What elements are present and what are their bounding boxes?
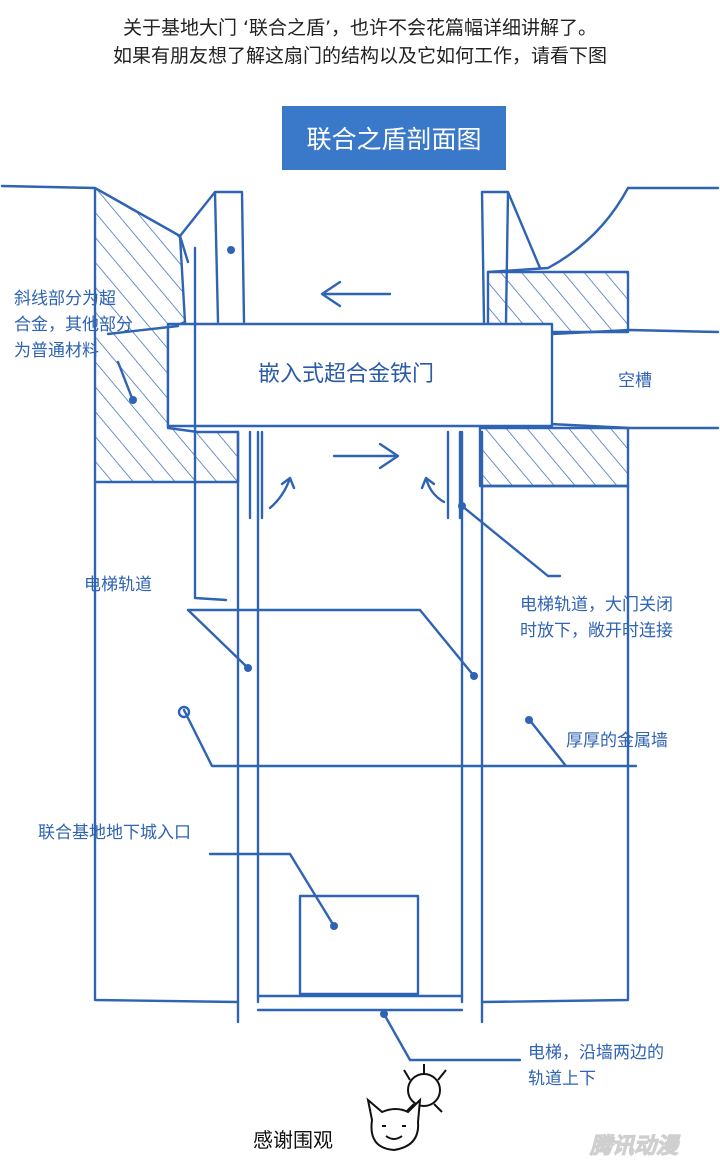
- diagram-title-text: 联合之盾剖面图: [306, 125, 482, 154]
- intro-line-2: 如果有朋友想了解这扇门的结构以及它如何工作，请看下图: [112, 45, 607, 67]
- dot-pillar: [227, 246, 235, 254]
- watermark-logo: 腾讯动漫: [589, 1134, 679, 1160]
- leader-entrance: [208, 852, 336, 928]
- leader-rail-right: [460, 504, 562, 578]
- curve-arrow-right: [420, 476, 446, 504]
- dot-hatch: [129, 396, 137, 404]
- dot-elevator: [380, 1010, 388, 1018]
- label-slot: 空槽: [618, 371, 652, 391]
- thanks-text: 感谢围观: [253, 1128, 333, 1152]
- left-shaft-wall: [236, 430, 260, 1024]
- intro-line-1: 关于基地大门 ‘联合之盾’，也许不会花篇幅详细讲解了。: [122, 17, 598, 39]
- arrow-right: [332, 442, 400, 470]
- right-shaft-wall: [460, 430, 484, 1024]
- label-entrance: 联合基地地下城入口: [38, 823, 191, 843]
- leader-wall: [182, 708, 638, 768]
- right-alloy-upper: [486, 270, 630, 334]
- label-rail-left: 电梯轨道: [84, 575, 152, 595]
- arrow-left: [320, 280, 392, 308]
- elevator-platform: [256, 994, 464, 1012]
- dot-left-wall: [244, 664, 252, 672]
- label-door: 嵌入式超合金铁门: [258, 362, 435, 387]
- leader-rail-left: [186, 608, 476, 678]
- slot-outline: [548, 328, 720, 430]
- leader-hatch: [106, 324, 180, 400]
- embedded-door: [166, 322, 554, 428]
- dot-wall-right: [525, 716, 533, 724]
- mascot-cat-icon: [366, 1064, 447, 1152]
- label-rail-right: 电梯轨道，大门关闭 时放下，敞开时连接: [520, 595, 673, 641]
- leader-elevator: [382, 1012, 522, 1062]
- left-alloy-block: [93, 186, 240, 484]
- dot-right-wall: [470, 672, 478, 680]
- label-wall: 厚厚的金属墙: [566, 731, 668, 751]
- ground-right-slope: [486, 186, 630, 274]
- label-elevator: 电梯，沿墙两边的 轨道上下: [528, 1043, 664, 1089]
- right-pillar: [480, 190, 542, 324]
- diagram-title: 联合之盾剖面图: [282, 106, 506, 170]
- left-rail-line: [193, 246, 228, 602]
- right-alloy-lower: [478, 426, 630, 488]
- curve-arrow-left: [268, 476, 296, 510]
- intro-text: 关于基地大门 ‘联合之盾’，也许不会花篇幅详细讲解了。 如果有朋友想了解这扇门的…: [0, 14, 720, 70]
- label-hatch-note: 斜线部分为超 合金，其他部分 为普通材料: [14, 289, 133, 361]
- left-rail-segment: [248, 430, 264, 520]
- dot-entrance: [330, 922, 338, 930]
- entrance-box: [298, 894, 420, 996]
- dot-rail-right: [458, 502, 466, 510]
- right-outer-wall: [480, 484, 630, 1004]
- left-pillar: [178, 190, 246, 324]
- dot-wall-left-open: [177, 705, 191, 719]
- left-outer-wall: [93, 480, 240, 1004]
